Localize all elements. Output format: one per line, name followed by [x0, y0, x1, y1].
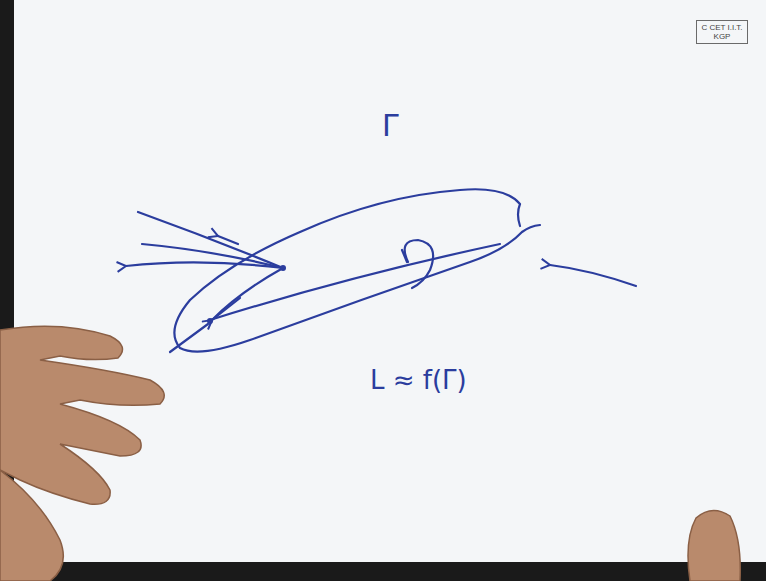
logo-text: C CET I.I.T. KGP: [700, 23, 744, 41]
lift-formula: L ≈ f(Γ): [370, 365, 467, 395]
circulation-symbol: Γ: [382, 108, 399, 143]
paper-sheet: [14, 0, 766, 562]
logo-box: C CET I.I.T. KGP: [696, 20, 748, 44]
